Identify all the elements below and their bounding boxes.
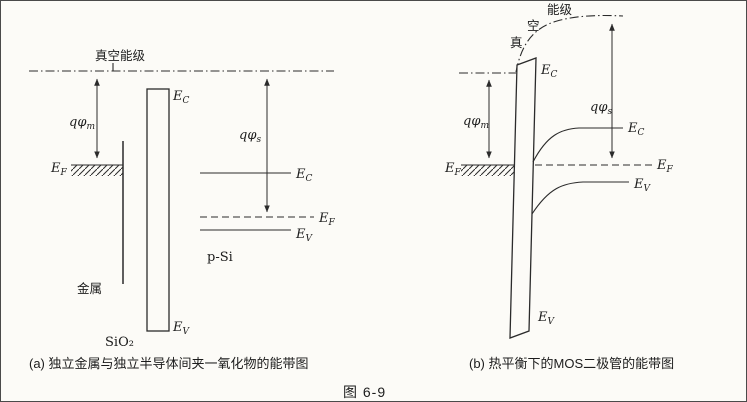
metal-fermi-hatch	[461, 165, 514, 176]
semiconductor-name-label: p-Si	[207, 250, 233, 265]
panel-a: 真空能级 qφm EF 金属 EC EV SiO₂ EC EF EV qφs p…	[29, 49, 336, 371]
vacuum-label-char-1: 真	[510, 36, 523, 50]
semiconductor-ev-curve	[531, 181, 629, 215]
semiconductor-ef-label: EF	[656, 158, 674, 175]
semiconductor-ec-label: EC	[627, 121, 645, 138]
vacuum-level-label: 真空能级	[95, 49, 146, 63]
semiconductor-ef-label: EF	[318, 211, 336, 228]
metal-fermi-label: EF	[444, 161, 462, 178]
metal-fermi-hatch	[71, 165, 123, 176]
semiconductor-work-function-label: qφs	[590, 100, 612, 117]
semiconductor-ec-curve	[532, 127, 623, 163]
metal-fermi-label: EF	[50, 161, 68, 178]
panel-a-caption: (a) 独立金属与独立半导体间夹一氧化物的能带图	[29, 356, 309, 371]
oxide-valence-label: EV	[172, 320, 191, 337]
metal-work-function-label: qφm	[69, 115, 95, 132]
oxide-valence-label: EV	[537, 310, 556, 327]
metal-work-function-label: qφm	[463, 114, 489, 131]
oxide-name-label: SiO₂	[105, 335, 134, 350]
vacuum-label-char-3: 能级	[547, 3, 573, 17]
oxide-conduction-label: EC	[172, 89, 190, 106]
oxide-bar	[509, 57, 537, 339]
vacuum-label-char-2: 空	[527, 19, 540, 33]
semiconductor-ev-label: EV	[633, 177, 652, 194]
vacuum-level-curve	[515, 14, 624, 73]
semiconductor-ec-label: EC	[295, 167, 313, 184]
figure-number: 图 6-9	[343, 384, 386, 400]
oxide-conduction-label: EC	[540, 63, 558, 80]
metal-label: 金属	[77, 281, 102, 296]
panel-b: 真 空 能级 qφm EF EC EV EC EF EV qφs (b) 热平衡…	[444, 3, 674, 371]
oxide-bar	[146, 88, 170, 332]
semiconductor-ev-label: EV	[295, 227, 314, 244]
semiconductor-work-function-label: qφs	[239, 128, 261, 145]
panel-b-caption: (b) 热平衡下的MOS二极管的能带图	[469, 356, 674, 371]
